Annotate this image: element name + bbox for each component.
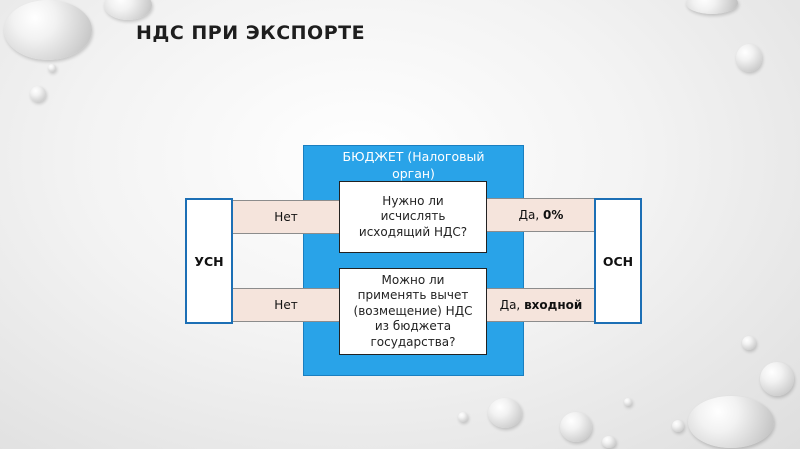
question2-line5: государства? bbox=[354, 335, 473, 351]
usn-answer-row1-text: Нет bbox=[274, 210, 297, 224]
osn-answer-row2-bold: входной bbox=[524, 298, 582, 312]
water-drop-decoration bbox=[30, 86, 46, 102]
osn-box: ОСН bbox=[594, 198, 642, 324]
water-drop-decoration bbox=[458, 412, 468, 422]
slide-title: НДС ПРИ ЭКСПОРТЕ bbox=[136, 22, 365, 44]
usn-label: УСН bbox=[194, 254, 223, 269]
usn-answer-row2-text: Нет bbox=[274, 298, 297, 312]
question1-line3: исходящий НДС? bbox=[359, 225, 467, 241]
question2-line2: применять вычет bbox=[354, 288, 473, 304]
water-drop-decoration bbox=[688, 396, 774, 448]
water-drop-decoration bbox=[672, 420, 684, 432]
water-drop-decoration bbox=[624, 398, 632, 406]
water-drop-decoration bbox=[742, 336, 756, 350]
water-drop-decoration bbox=[760, 362, 794, 396]
question-box-1: Нужно ли исчислять исходящий НДС? bbox=[339, 181, 487, 253]
osn-answer-row1-bold: 0% bbox=[543, 208, 563, 222]
question-box-2: Можно ли применять вычет (возмещение) НД… bbox=[339, 268, 487, 355]
usn-answer-row1: Нет bbox=[232, 200, 340, 234]
question1-line1: Нужно ли bbox=[359, 194, 467, 210]
question2-line3: (возмещение) НДС bbox=[354, 304, 473, 320]
water-drop-decoration bbox=[48, 64, 56, 72]
osn-answer-row1: Да, 0% bbox=[486, 198, 596, 232]
water-drop-decoration bbox=[560, 412, 592, 442]
question1-line2: исчислять bbox=[359, 209, 467, 225]
osn-label: ОСН bbox=[603, 254, 633, 269]
water-drop-decoration bbox=[736, 44, 762, 72]
budget-label-line1: БЮДЖЕТ (Налоговый bbox=[303, 148, 524, 165]
usn-answer-row2: Нет bbox=[232, 288, 340, 322]
osn-answer-row1-prefix: Да, bbox=[519, 208, 543, 222]
question2-line4: из бюджета bbox=[354, 319, 473, 335]
water-drop-decoration bbox=[686, 0, 738, 14]
water-drop-decoration bbox=[602, 436, 616, 448]
water-drop-decoration bbox=[104, 0, 152, 20]
osn-answer-row2-prefix: Да, bbox=[500, 298, 524, 312]
water-drop-decoration bbox=[488, 398, 522, 428]
budget-label: БЮДЖЕТ (Налоговый орган) bbox=[303, 148, 524, 182]
osn-answer-row2: Да, входной bbox=[486, 288, 596, 322]
usn-box: УСН bbox=[185, 198, 233, 324]
budget-label-line2: орган) bbox=[303, 165, 524, 182]
question2-line1: Можно ли bbox=[354, 273, 473, 289]
water-drop-decoration bbox=[4, 0, 92, 60]
